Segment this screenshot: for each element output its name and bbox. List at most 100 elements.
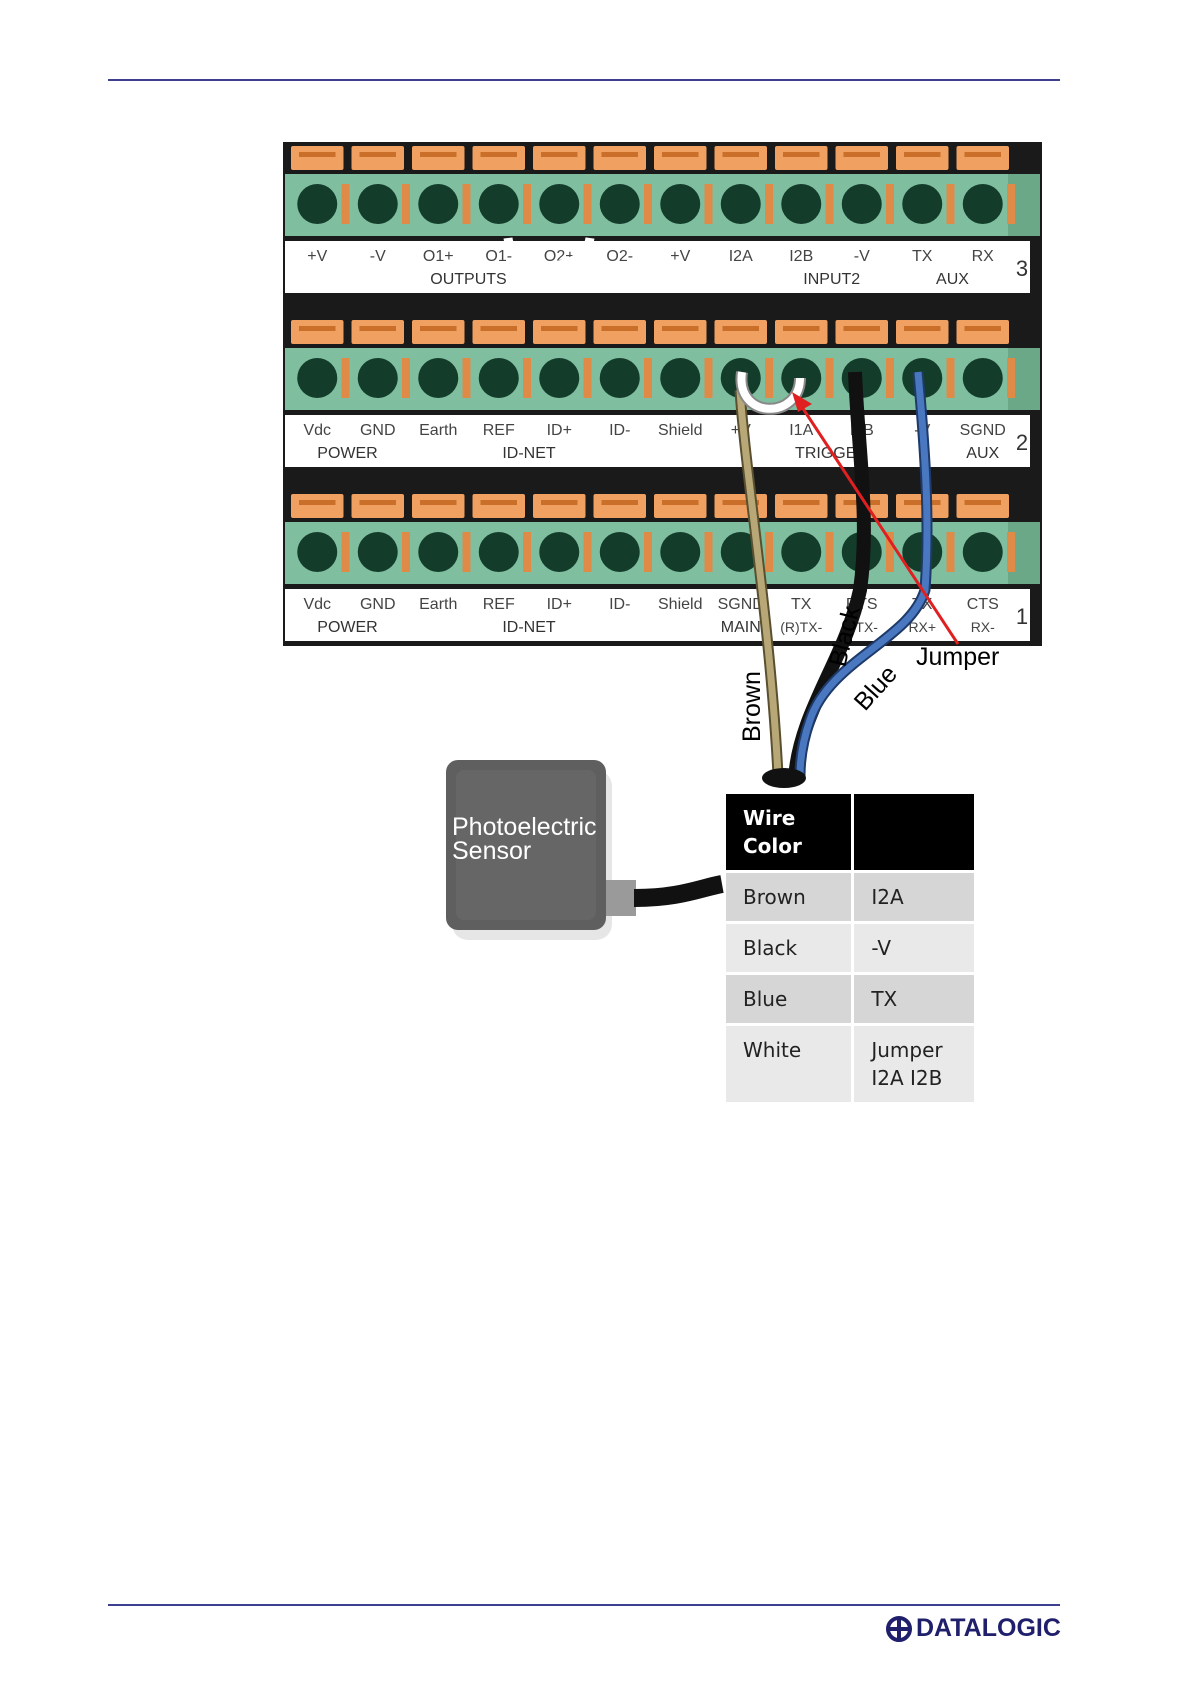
- terminal-clip: [886, 358, 894, 398]
- pin-label: Vdc: [303, 422, 331, 439]
- terminal-clip: [1007, 184, 1015, 224]
- terminal-lever: [412, 494, 465, 518]
- lever-slot: [783, 326, 820, 331]
- lever-slot: [359, 326, 396, 331]
- terminal-hole: [539, 184, 580, 224]
- jumper-arrow-head: [792, 392, 812, 412]
- terminal-lever: [533, 494, 586, 518]
- terminal-hole: [962, 184, 1003, 224]
- sensor-face: [456, 770, 596, 920]
- terminal-clip: [583, 358, 592, 398]
- lever-slot: [541, 152, 578, 157]
- pin-label: RX: [972, 248, 995, 265]
- sensor-label-line1: Photoelectric: [452, 813, 597, 841]
- terminal-lever: [412, 320, 465, 344]
- table-row: Blue TX: [726, 975, 974, 1023]
- terminal-clip: [644, 184, 652, 224]
- pin-label: CTS: [967, 596, 999, 613]
- terminal-lever: [533, 146, 586, 170]
- terminal-lever: [593, 320, 646, 344]
- white-jumper-wire: [737, 371, 804, 413]
- pin-label: GND: [360, 422, 396, 439]
- lever-slot: [480, 152, 517, 157]
- pin-label: SGND: [718, 596, 764, 613]
- table-cell-terminal: Jumper I2A I2B: [854, 1026, 974, 1102]
- lever-slot: [601, 326, 638, 331]
- terminal-lever: [593, 494, 646, 518]
- table-cell-terminal: TX: [854, 975, 974, 1023]
- terminal-hole: [781, 532, 822, 572]
- lever-slot: [783, 500, 820, 505]
- footer-rule: [108, 1604, 1060, 1606]
- terminal-clip: [946, 532, 955, 572]
- terminal-lever: [291, 494, 344, 518]
- terminal-clip: [886, 184, 894, 224]
- row-number: 1: [1016, 604, 1028, 629]
- lever-slot: [722, 500, 759, 505]
- terminal-clip: [341, 184, 350, 224]
- lever-slot: [722, 152, 759, 157]
- terminal-lever: [351, 494, 404, 518]
- terminal-lever: [351, 320, 404, 344]
- lever-slot: [601, 500, 638, 505]
- terminal-hole: [660, 184, 701, 224]
- lever-slot: [420, 326, 457, 331]
- terminal-lever: [654, 146, 707, 170]
- pin-label: TX: [912, 248, 933, 265]
- pin-label: O2-: [606, 248, 633, 265]
- terminal-hole: [841, 184, 882, 224]
- terminal-clip: [341, 532, 350, 572]
- terminal-hole: [660, 358, 701, 398]
- group-label: OUTPUTS: [430, 271, 506, 288]
- terminal-lever: [714, 320, 767, 344]
- brown-label: Brown: [738, 671, 766, 742]
- terminal-clip: [523, 184, 531, 224]
- terminal-clip: [825, 358, 834, 398]
- terminal-lever: [472, 494, 525, 518]
- terminal-lever: [835, 320, 888, 344]
- terminal-hole: [599, 184, 640, 224]
- terminal-lever: [956, 320, 1009, 344]
- lever-slot: [904, 152, 941, 157]
- table-row: Black -V: [726, 924, 974, 972]
- terminal-lever: [956, 146, 1009, 170]
- terminal-hole: [478, 532, 519, 572]
- logo-text: DATALOGIC: [916, 1614, 1061, 1642]
- table-header-wire-color: Wire Color: [726, 794, 852, 870]
- lever-slot: [964, 152, 1001, 157]
- terminal-hole: [599, 532, 640, 572]
- terminal-hole: [660, 532, 701, 572]
- pin-sublabel: RX+: [908, 619, 936, 635]
- lever-slot: [359, 500, 396, 505]
- terminal-clip: [765, 184, 773, 224]
- pin-sublabel: (R)TX-: [780, 619, 822, 635]
- group-label: AUX: [966, 445, 999, 462]
- group-label: POWER: [317, 445, 377, 462]
- terminal-clip: [825, 532, 834, 572]
- terminal-clip: [462, 532, 471, 572]
- terminal-clip: [462, 358, 471, 398]
- lever-slot: [843, 326, 880, 331]
- lever-slot: [662, 326, 699, 331]
- terminal-lever: [593, 146, 646, 170]
- terminal-lever: [291, 146, 344, 170]
- brown-wire: [736, 389, 782, 776]
- pin-label: TX: [791, 596, 812, 613]
- terminal-clip: [402, 358, 410, 398]
- terminal-clip: [644, 358, 652, 398]
- terminal-hole: [902, 184, 943, 224]
- terminal-lever: [351, 146, 404, 170]
- terminal-lever: [896, 146, 949, 170]
- terminal-lever: [775, 494, 828, 518]
- pin-label: REF: [483, 422, 515, 439]
- lever-slot: [480, 326, 517, 331]
- terminal-clip: [523, 532, 531, 572]
- pin-label: ID+: [547, 422, 572, 439]
- terminal-clip: [341, 358, 350, 398]
- pin-label: REF: [483, 596, 515, 613]
- lever-slot: [420, 500, 457, 505]
- terminal-hole: [357, 532, 398, 572]
- terminal-lever: [956, 494, 1009, 518]
- pin-label: ID-: [609, 596, 630, 613]
